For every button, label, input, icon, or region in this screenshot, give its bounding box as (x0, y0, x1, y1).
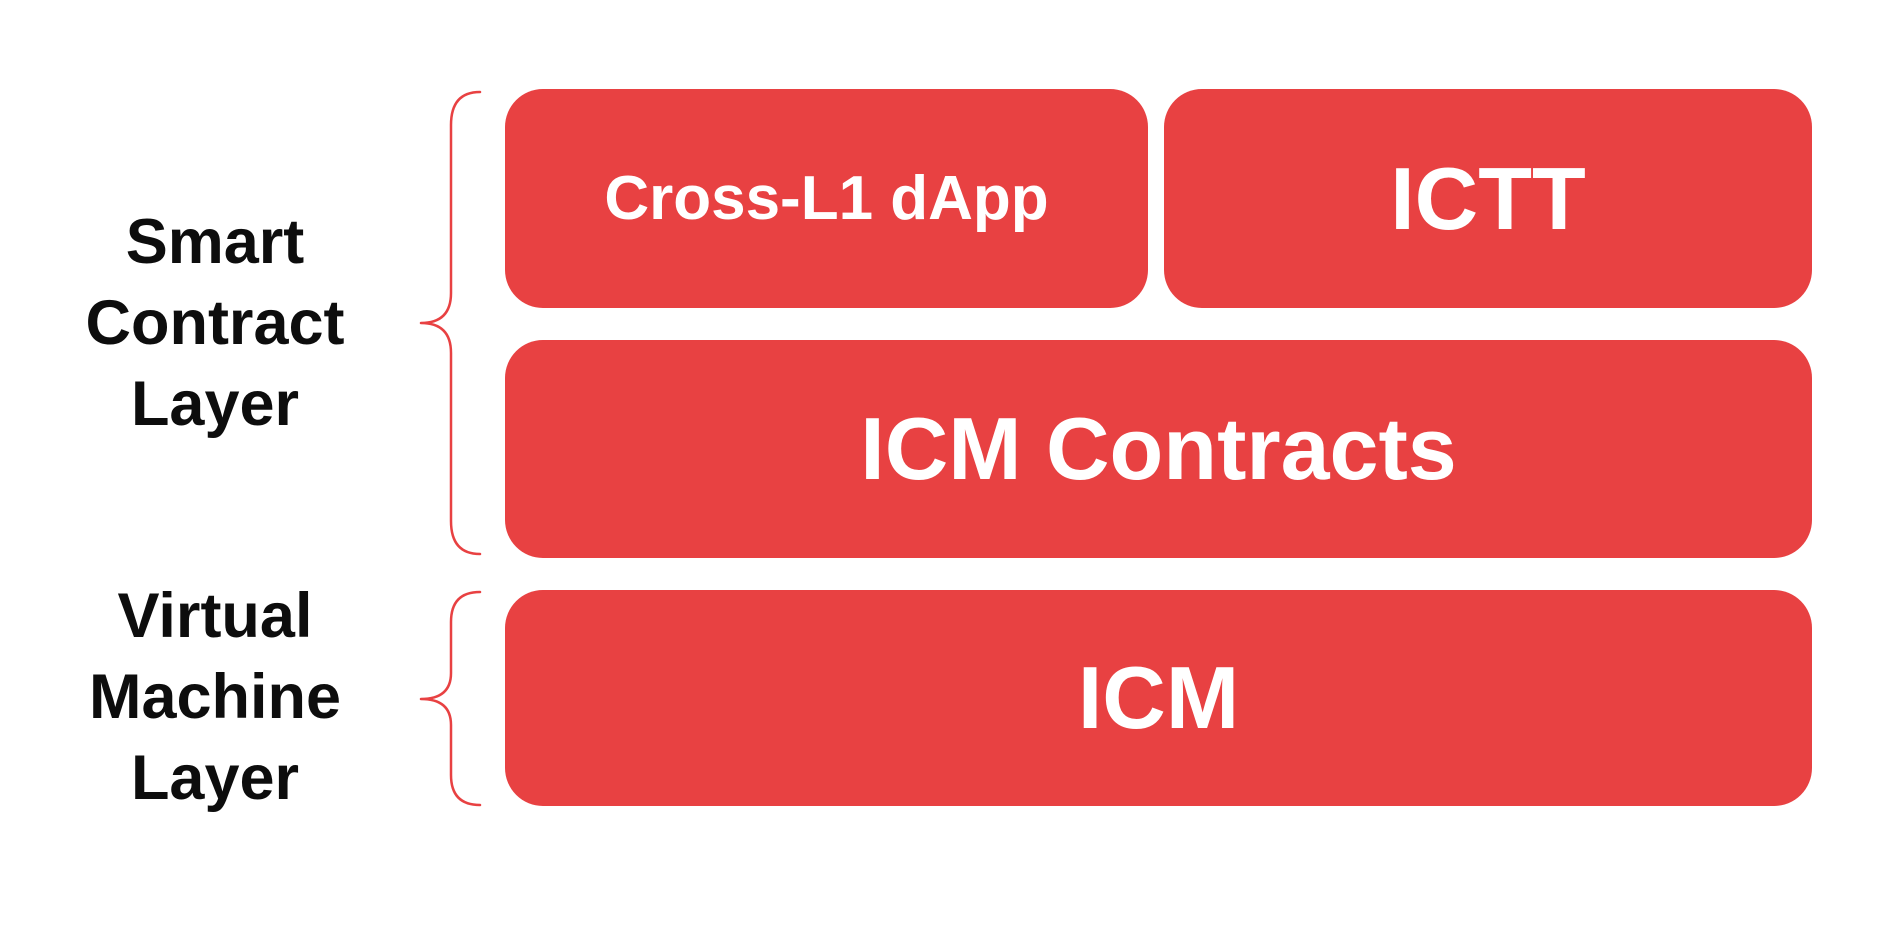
icm-contracts-label: ICM Contracts (860, 399, 1457, 498)
smart-contract-layer-label: Smart Contract Layer (20, 202, 410, 445)
cross-l1-dapp-block: Cross-L1 dApp (505, 89, 1148, 308)
label-line: Layer (130, 743, 300, 813)
icm-contracts-block: ICM Contracts (505, 340, 1812, 558)
label-line: Virtual (117, 581, 313, 651)
label-line: Smart (125, 207, 305, 277)
icm-block: ICM (505, 590, 1812, 806)
ictt-label: ICTT (1390, 148, 1586, 248)
label-line: Contract (85, 288, 345, 358)
cross-l1-dapp-label: Cross-L1 dApp (604, 164, 1049, 233)
icm-label: ICM (1077, 648, 1240, 747)
virtual-machine-layer-label: Virtual Machine Layer (20, 576, 410, 819)
label-line: Layer (130, 369, 300, 439)
ictt-block: ICTT (1164, 89, 1812, 308)
label-line: Machine (88, 662, 342, 732)
smart-contract-layer-brace-icon (419, 90, 482, 556)
virtual-machine-layer-brace-icon (419, 590, 482, 807)
